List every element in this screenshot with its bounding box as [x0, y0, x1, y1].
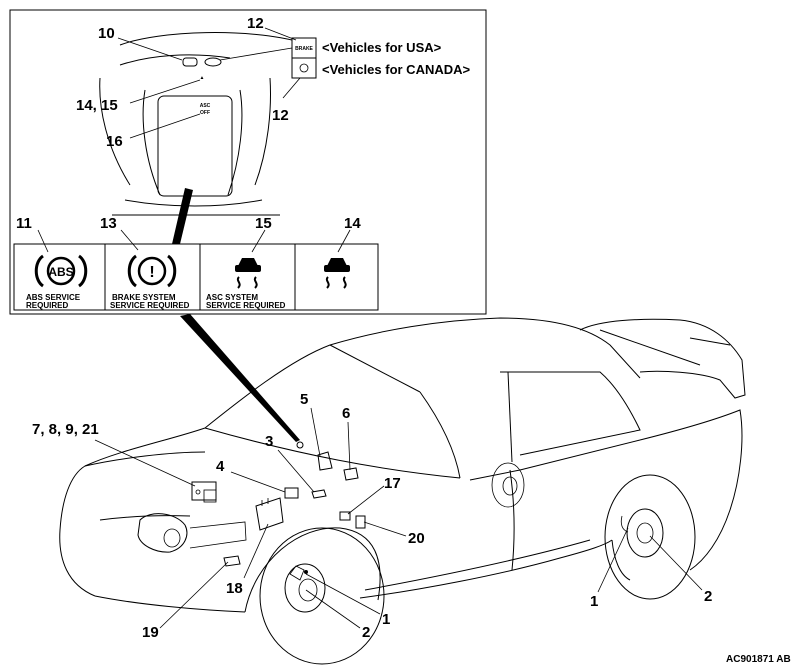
callout-4: 4	[216, 458, 225, 475]
callout-20: 20	[408, 530, 425, 547]
brake-caption-line-1: BRAKE SYSTEM	[112, 293, 176, 302]
connector-20	[355, 515, 366, 529]
zoom-wedge-lower	[180, 314, 300, 442]
abs-caption-line-2: REQUIRED	[26, 301, 68, 310]
callout-12-top: 12	[247, 15, 264, 32]
callout-2-front: 2	[362, 624, 370, 641]
sensor-5	[317, 451, 333, 471]
callout-3: 3	[265, 433, 273, 450]
asc-warning-lamp	[235, 258, 261, 289]
asc-caption-line-1: ASC SYSTEM	[206, 293, 258, 302]
callout-10: 10	[98, 25, 115, 42]
callout-1-front: 1	[382, 611, 390, 628]
brake-caption-line-2: SERVICE REQUIRED	[110, 301, 190, 310]
callout-2-rear: 2	[704, 588, 712, 605]
skid-indicator-lamp	[324, 258, 350, 289]
hydraulic-unit	[191, 481, 217, 503]
rear-brake-disc-left	[491, 462, 525, 508]
callout-17: 17	[384, 475, 401, 492]
brake-warning-lamp: !	[127, 254, 177, 288]
callout-14: 14	[344, 215, 361, 232]
asc-off-line-2: OFF	[200, 110, 210, 116]
brake-badge-text: BRAKE	[295, 46, 313, 52]
note-usa: <Vehicles for USA>	[322, 40, 442, 55]
callout-14-15: 14, 15	[76, 97, 118, 114]
canada-brake-icon-box	[291, 57, 317, 79]
switch-3	[311, 489, 327, 499]
callout-6: 6	[342, 405, 350, 422]
rear-wheel	[604, 474, 696, 600]
brake-lamp-symbol: !	[149, 264, 154, 281]
callout-15: 15	[255, 215, 272, 232]
callout-7-8-9-21: 7, 8, 9, 21	[32, 421, 99, 438]
svg-text:▲: ▲	[200, 75, 205, 81]
zoom-wedge	[172, 188, 193, 244]
callout-18: 18	[226, 580, 243, 597]
abs-ecu-box	[255, 497, 284, 531]
connector-17	[339, 511, 351, 521]
car-body-illustration	[59, 317, 746, 613]
instrument-cluster: ▲ ASC OFF	[99, 32, 301, 216]
callout-11: 11	[16, 215, 32, 232]
callout-16: 16	[106, 133, 123, 150]
callout-13: 13	[100, 215, 117, 232]
note-canada: <Vehicles for CANADA>	[322, 62, 471, 77]
sensor-19	[223, 555, 241, 567]
asc-off-line-1: ASC	[200, 103, 211, 109]
callout-19: 19	[142, 624, 159, 641]
instrument-cluster-locator	[296, 441, 304, 449]
canada-brake-icon	[299, 63, 309, 73]
front-wheel	[259, 527, 385, 665]
abs-warning-lamp: ABS	[34, 254, 88, 288]
callout-12-bottom: 12	[272, 107, 289, 124]
sensor-4	[284, 487, 299, 499]
asc-caption-line-2: SERVICE REQUIRED	[206, 301, 286, 310]
front-brake-disc-left	[137, 513, 247, 553]
switch-6	[343, 467, 359, 481]
leader-lines	[37, 27, 703, 629]
callout-1-rear: 1	[590, 593, 598, 610]
callout-5: 5	[300, 391, 308, 408]
warning-lamp-panel	[13, 243, 379, 311]
abs-lamp-symbol: ABS	[48, 265, 73, 279]
figure-code: AC901871 AB	[726, 654, 791, 665]
abs-caption-line-1: ABS SERVICE	[26, 293, 81, 302]
